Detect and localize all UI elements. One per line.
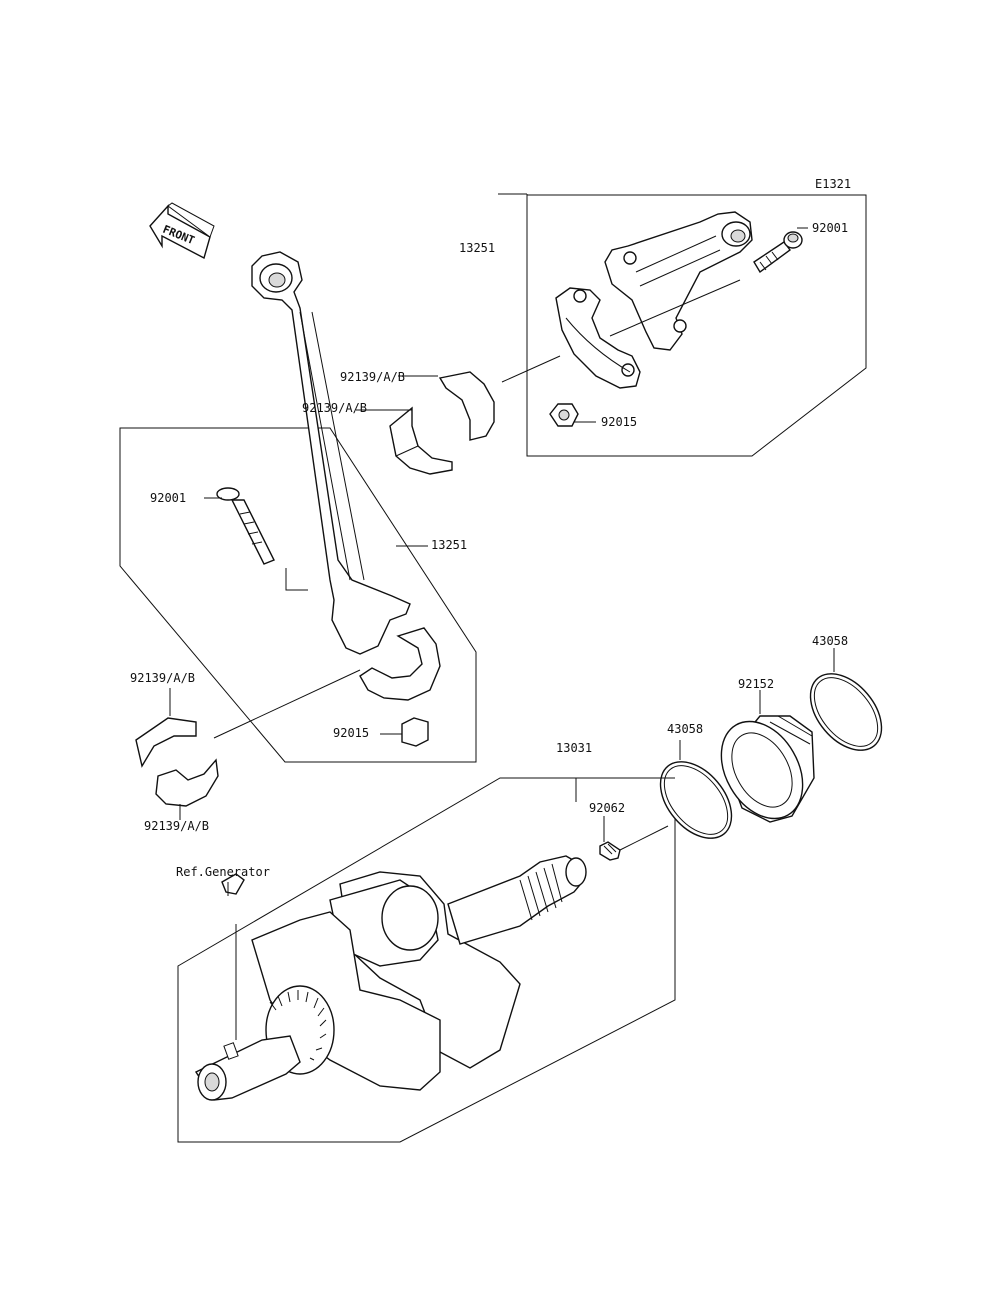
lower-bearing-shell-b [155, 758, 219, 807]
upper-rod-bolt [753, 231, 803, 274]
diagram-code: E1321 [815, 177, 851, 191]
callout-bolt-lower: 92001 [150, 491, 186, 505]
crankshaft [194, 855, 587, 1101]
callout-rod-assembly-upper: 13251 [459, 241, 495, 255]
callout-bearing-upper-a: 92139/A/B [340, 370, 405, 384]
lower-rod-bolt [216, 487, 275, 565]
callout-nut-lower: 92015 [333, 726, 369, 740]
upper-rod-frame [526, 194, 867, 457]
front-direction-icon: FRONT [149, 202, 215, 260]
lower-rod-frame [119, 427, 477, 763]
upper-bearing-shell-b [389, 406, 453, 475]
bearing-housing [720, 715, 815, 823]
leader-lines [169, 193, 835, 1040]
upper-connecting-rod [555, 211, 753, 389]
crank-plug [599, 841, 621, 861]
callout-plug: 92062 [589, 801, 625, 815]
callout-oring-large: 43058 [812, 634, 848, 648]
oring-large [809, 673, 883, 751]
lower-rod-nut [401, 717, 429, 747]
callout-bolt-upper: 92001 [812, 221, 848, 235]
callout-ref-generator: Ref.Generator [176, 865, 270, 879]
callout-bearing-lower-a: 92139/A/B [130, 671, 195, 685]
callout-rod-assembly-lower: 13251 [431, 538, 467, 552]
lower-connecting-rod [251, 251, 441, 701]
oring-small [659, 761, 733, 839]
lower-bearing-shell-a [135, 717, 197, 768]
upper-rod-nut [549, 403, 579, 427]
callout-bearing-lower-b: 92139/A/B [144, 819, 209, 833]
crankshaft-frame [177, 777, 676, 1143]
callout-bearing-housing: 92152 [738, 677, 774, 691]
callout-oring-small: 43058 [667, 722, 703, 736]
upper-bearing-shell-a [438, 371, 495, 441]
callout-bearing-upper-b: 92139/A/B [302, 401, 367, 415]
callout-crankshaft: 13031 [556, 741, 592, 755]
callout-nut-upper: 92015 [601, 415, 637, 429]
